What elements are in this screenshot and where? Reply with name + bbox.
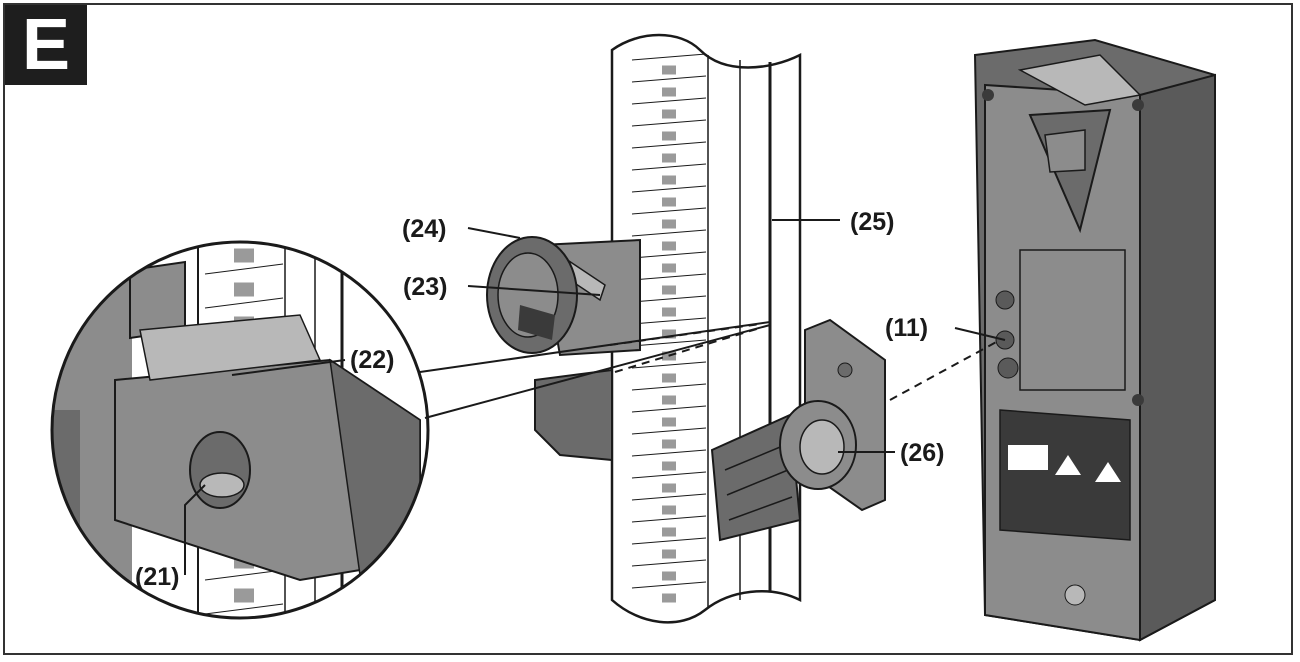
leader-lines	[184, 219, 1006, 575]
scale-block	[662, 549, 676, 559]
scale-block	[234, 282, 254, 297]
scale-block	[234, 588, 254, 603]
scale-tick	[631, 449, 707, 457]
scale-tick	[631, 295, 707, 303]
detail-magnifier	[50, 230, 430, 637]
scale-block	[662, 439, 676, 449]
scale-block	[662, 329, 676, 339]
scale-block	[662, 373, 676, 383]
scale-tick	[204, 263, 284, 275]
scale-block	[662, 417, 676, 427]
scale-tick	[631, 97, 707, 105]
figure-letter-badge: E	[5, 5, 87, 85]
callout-11: (11)	[885, 314, 928, 342]
scale-tick	[631, 383, 707, 391]
rod-scale-marks	[631, 53, 707, 603]
scale-block	[662, 219, 676, 229]
scale-block	[662, 307, 676, 317]
scale-tick	[631, 427, 707, 435]
scale-block	[662, 483, 676, 493]
scale-tick	[204, 569, 284, 581]
rod-clamp-assembly	[486, 236, 641, 462]
scale-block	[662, 593, 676, 603]
scale-block	[662, 153, 676, 163]
scale-tick	[631, 339, 707, 347]
scale-tick	[631, 471, 707, 479]
scale-block	[662, 131, 676, 141]
scale-block	[662, 263, 676, 273]
scale-block	[662, 175, 676, 185]
scale-tick	[631, 559, 707, 567]
scale-tick	[631, 75, 707, 83]
scale-block	[662, 571, 676, 581]
scale-block	[662, 395, 676, 405]
scale-block	[662, 285, 676, 295]
scale-tick	[631, 581, 707, 589]
callout-labels: (24) (25) (23) (22) (11) (26) (21)	[135, 208, 944, 591]
scale-tick	[631, 229, 707, 237]
scale-tick	[631, 251, 707, 259]
scale-block	[662, 505, 676, 515]
callout-26: (26)	[900, 439, 944, 467]
callout-22: (22)	[350, 346, 394, 374]
scale-block	[234, 623, 254, 637]
callout-24: (24)	[402, 215, 446, 243]
scale-block	[662, 197, 676, 207]
scale-tick	[631, 273, 707, 281]
callout-25: (25)	[850, 208, 894, 236]
figure-frame	[3, 3, 1293, 655]
scale-tick	[631, 119, 707, 127]
scale-block	[662, 461, 676, 471]
scale-tick	[631, 361, 707, 369]
scale-tick	[631, 317, 707, 325]
scale-tick	[631, 141, 707, 149]
dashed-guides	[609, 323, 1001, 401]
scale-tick	[631, 515, 707, 523]
callout-21: (21)	[135, 563, 179, 591]
scale-tick	[631, 53, 707, 61]
callout-23: (23)	[403, 273, 447, 301]
scale-block	[662, 65, 676, 75]
scale-block	[662, 109, 676, 119]
scale-block	[662, 87, 676, 97]
scale-tick	[631, 493, 707, 501]
scale-tick	[631, 207, 707, 215]
scale-tick	[204, 297, 284, 309]
scale-tick	[631, 163, 707, 171]
scale-tick	[205, 230, 283, 240]
scale-tick	[204, 603, 284, 615]
scale-tick	[631, 537, 707, 545]
scale-block	[234, 248, 254, 263]
scale-tick	[631, 405, 707, 413]
laser-receiver	[973, 38, 1216, 642]
scale-tick	[631, 185, 707, 193]
scale-block	[662, 527, 676, 537]
mount-plate-assembly	[710, 318, 886, 542]
scale-block	[662, 241, 676, 251]
